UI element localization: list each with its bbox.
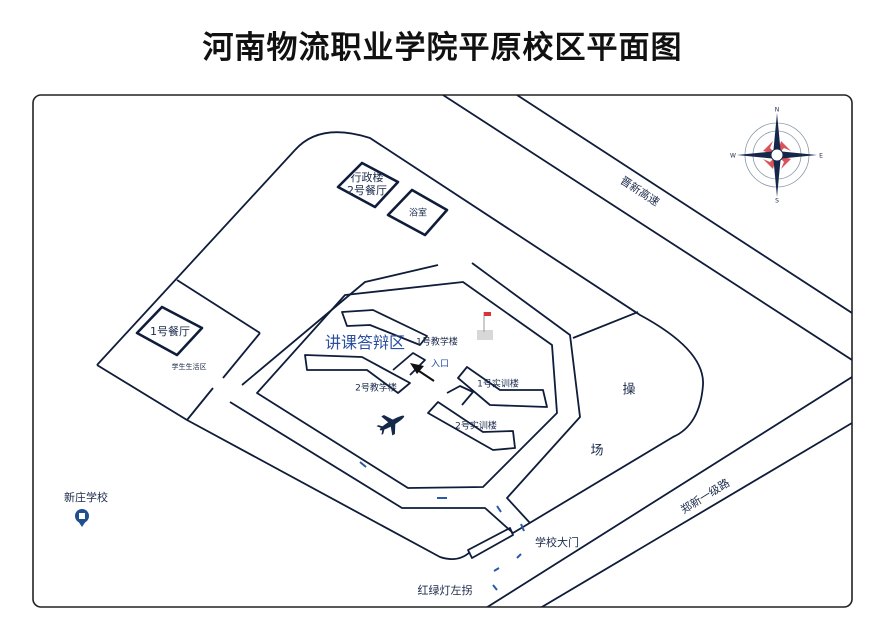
label-admin: 行政楼 (350, 171, 384, 184)
label-train2: 2号实训楼 (455, 421, 497, 432)
road-zhengxin-edge (469, 376, 852, 607)
label-gate: 学校大门 (535, 536, 579, 549)
arrow-icon (359, 461, 367, 468)
arrow-icon (516, 553, 522, 559)
direction-arrows (359, 461, 525, 591)
ring-road-outer (229, 401, 514, 534)
building-admin (336, 161, 400, 209)
road-zhengxin-edge (519, 422, 852, 607)
building-teach2 (304, 354, 411, 394)
student-area-wall (186, 387, 214, 421)
label-canteen1: 1号餐厅 (150, 325, 190, 338)
label-entrance: 入口 (430, 359, 450, 370)
playground-divider (572, 311, 639, 339)
building-canteen1 (135, 305, 204, 357)
map-title: 河南物流职业学院平原校区平面图 (202, 30, 683, 66)
arrow-icon (492, 584, 498, 591)
ring-road-inner (256, 281, 558, 489)
label-lecture-zone: 讲课答辩区 (324, 333, 406, 352)
campus-boundary-lower (96, 364, 471, 561)
building-bath (386, 188, 449, 237)
gate-box (467, 527, 514, 559)
ring-road-outer (241, 264, 439, 386)
airplane-icon (376, 414, 405, 436)
campus-boundary (96, 131, 704, 534)
label-canteen2: 2号餐厅 (347, 184, 387, 197)
building-train2 (427, 401, 516, 451)
building-train1 (457, 366, 548, 408)
label-playground-2: 场 (590, 443, 604, 459)
map-frame (32, 94, 853, 608)
arrow-icon (496, 505, 502, 513)
label-teach1: 1号教学楼 (416, 337, 458, 348)
flag-icon (477, 312, 493, 340)
compass-n: N (774, 106, 780, 114)
student-area-wall (222, 332, 261, 379)
school-marker-icon (75, 509, 89, 527)
ring-road-outer (471, 262, 581, 524)
label-playground-1: 操 (622, 382, 636, 398)
label-bath: 浴室 (408, 208, 428, 219)
label-teach2: 2号教学楼 (355, 383, 397, 394)
compass-rose-icon (737, 113, 817, 197)
label-student-area: 学生生活区 (171, 363, 207, 371)
compass-s: S (775, 197, 779, 205)
arrow-icon (493, 567, 500, 572)
compass-w: W (730, 152, 736, 160)
arrow-icon (520, 523, 525, 532)
road-jinxin-edge (516, 95, 852, 314)
road-jinxin-edge (442, 95, 852, 361)
compass-e: E (819, 152, 823, 160)
label-traffic-light: 红绿灯左拐 (417, 584, 473, 597)
building-teach1 (341, 309, 428, 346)
student-area-wall (176, 279, 261, 334)
entrance-arrow-icon (410, 363, 435, 382)
train-connector (446, 385, 474, 406)
label-school: 新庄学校 (64, 491, 108, 504)
label-train1: 1号实训楼 (477, 379, 519, 390)
